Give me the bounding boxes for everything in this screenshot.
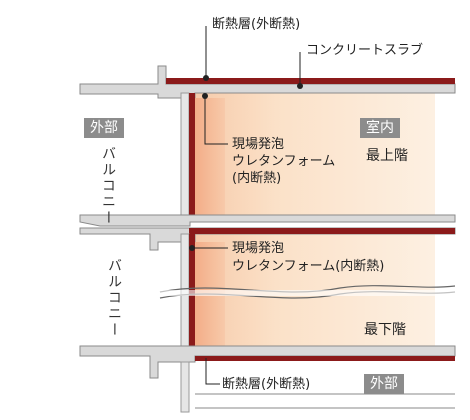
upper-balcony-slab [79,214,456,227]
label-foam-upper-1: 現場発泡 [232,137,285,152]
upper-wall [180,92,190,216]
label-concrete-slab: コンクリートスラブ [306,43,424,58]
upper-room-fill [190,93,435,215]
bottom-outer-insulation [195,356,455,361]
label-outer-insulation-top: 断熱層(外断熱) [212,17,301,32]
basement-wall [180,361,190,413]
lower-foam-top [189,228,455,234]
label-top-floor: 最上階 [366,148,408,164]
leader-outer-bottom [205,358,220,385]
tag-exterior-top: 外部 [84,118,124,138]
bottom-slab [79,345,456,379]
label-balcony-upper: バルコニー [100,146,116,226]
roof-outer-insulation [166,78,455,84]
label-foam-upper-2: ウレタンフォーム [232,154,336,169]
label-foam-lower-2: ウレタンフォーム(内断熱) [232,259,385,274]
label-outer-insulation-bottom: 断熱層(外断熱) [222,377,311,392]
tag-exterior-bottom: 外部 [364,374,404,394]
break-line-1 [159,285,456,293]
leader-foam-upper [204,96,228,145]
label-bottom-floor: 最下階 [364,322,406,338]
roof-slab [79,65,456,99]
upper-foam [189,93,195,215]
label-balcony-lower: バルコニー [106,258,122,338]
tag-interior: 室内 [360,118,400,138]
label-foam-upper-3: (内断熱) [232,171,282,186]
upper-foam-layer [195,98,225,215]
label-foam-lower-1: 現場発泡 [232,241,285,256]
